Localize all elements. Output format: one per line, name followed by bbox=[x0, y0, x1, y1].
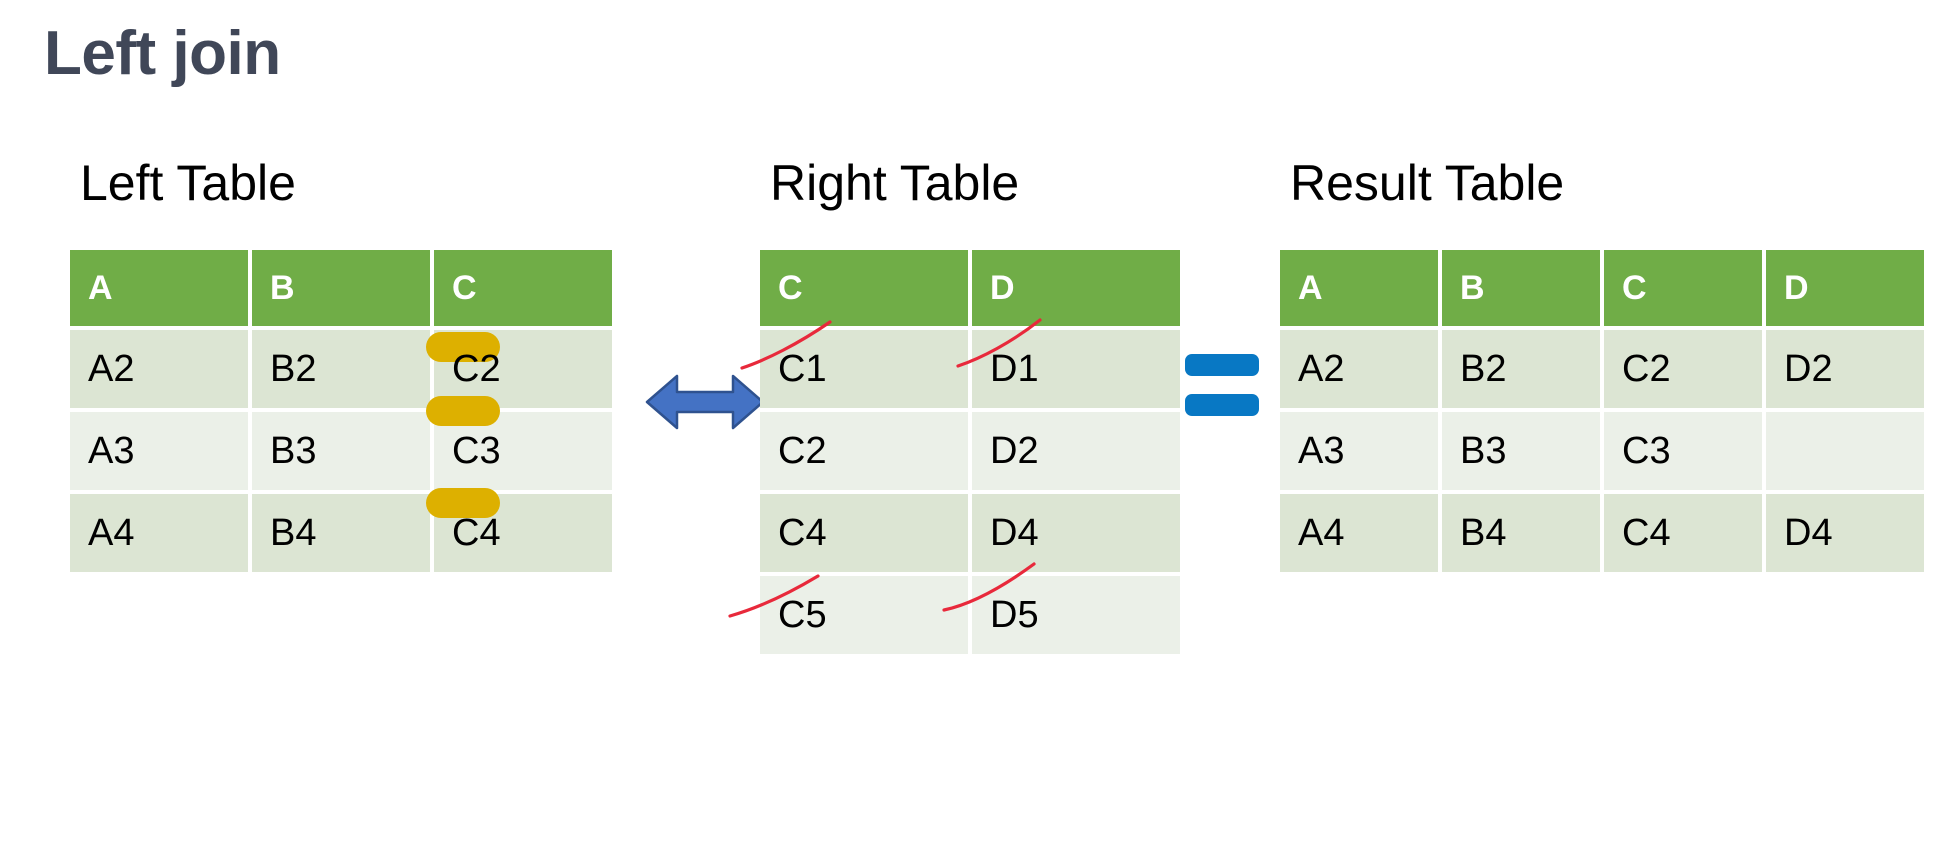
cell-text: D4 bbox=[1784, 511, 1833, 554]
equals-bar-top bbox=[1185, 354, 1259, 376]
right-cell-c4: C4 bbox=[760, 494, 968, 572]
cell-text: A2 bbox=[88, 347, 135, 390]
table-row: A3 B3 C3 bbox=[70, 396, 612, 490]
table-row: A2 B2 C2 bbox=[70, 330, 612, 408]
left-table-caption: Left Table bbox=[80, 155, 296, 211]
cell-text: B4 bbox=[1460, 511, 1507, 554]
left-cell-a4: A4 bbox=[70, 494, 248, 572]
cell-text: B2 bbox=[270, 347, 317, 390]
result-cell-c4: C4 bbox=[1604, 494, 1762, 572]
cell-text: D2 bbox=[990, 429, 1039, 472]
left-cell-a3: A3 bbox=[70, 412, 248, 490]
table-row: A4 B4 C4 D4 bbox=[1280, 494, 1924, 572]
result-cell-d4: D4 bbox=[1766, 494, 1924, 572]
left-cell-c4: C4 bbox=[426, 488, 612, 572]
right-cell-d1: D1 bbox=[956, 318, 1180, 408]
left-cell-b4: B4 bbox=[252, 494, 430, 572]
result-cell-b3: B3 bbox=[1442, 412, 1600, 490]
result-cell-d2: D2 bbox=[1766, 330, 1924, 408]
right-cell-c2: C2 bbox=[760, 412, 968, 490]
table-row: C1 D1 bbox=[740, 318, 1180, 408]
left-cell-c2: C2 bbox=[426, 330, 612, 408]
left-table-col-c: C bbox=[434, 250, 612, 326]
join-arrow-icon bbox=[645, 368, 765, 436]
cell-text: C1 bbox=[778, 347, 827, 390]
left-table: A B C A2 B2 C2 A3 B3 C3 bbox=[66, 246, 616, 576]
result-table: A B C D A2 B2 C2 D2 A3 B3 C3 A4 B4 bbox=[1276, 246, 1928, 576]
result-table-col-b: B bbox=[1442, 250, 1600, 326]
cell-text: C2 bbox=[1622, 347, 1671, 390]
result-table-col-d: D bbox=[1766, 250, 1924, 326]
cell-text: C5 bbox=[778, 593, 827, 636]
result-table-block: Result Table A B C D A2 B2 C2 D2 A3 B3 C… bbox=[1276, 158, 1928, 576]
left-cell-b3: B3 bbox=[252, 412, 430, 490]
page-title: Left join bbox=[44, 19, 281, 88]
left-cell-b2: B2 bbox=[252, 330, 430, 408]
cell-text: D1 bbox=[990, 347, 1039, 390]
cell-text: A4 bbox=[1298, 511, 1345, 554]
right-table-col-d: D bbox=[972, 250, 1180, 326]
cell-text: C2 bbox=[778, 429, 827, 472]
cell-text: D5 bbox=[990, 593, 1039, 636]
result-cell-d3-empty bbox=[1766, 412, 1924, 490]
left-table-block: Left Table A B C A2 B2 C2 A3 B3 bbox=[66, 158, 616, 576]
cell-text: A4 bbox=[88, 511, 135, 554]
left-cell-c3: C3 bbox=[426, 396, 612, 490]
cell-text: C3 bbox=[452, 429, 501, 472]
cell-text: A3 bbox=[88, 429, 135, 472]
left-cell-a2: A2 bbox=[70, 330, 248, 408]
left-table-col-a: A bbox=[70, 250, 248, 326]
right-cell-d4: D4 bbox=[972, 494, 1180, 572]
result-cell-b4: B4 bbox=[1442, 494, 1600, 572]
right-table-header-row: C D bbox=[760, 250, 1180, 326]
right-cell-c5: C5 bbox=[728, 574, 968, 654]
result-table-header-row: A B C D bbox=[1280, 250, 1924, 326]
cell-text: A2 bbox=[1298, 347, 1345, 390]
right-cell-d5: D5 bbox=[942, 562, 1180, 654]
cell-text: B2 bbox=[1460, 347, 1507, 390]
cell-text: D4 bbox=[990, 511, 1039, 554]
result-table-col-c: C bbox=[1604, 250, 1762, 326]
result-cell-a3: A3 bbox=[1280, 412, 1438, 490]
result-cell-b2: B2 bbox=[1442, 330, 1600, 408]
result-cell-a4: A4 bbox=[1280, 494, 1438, 572]
result-cell-c2: C2 bbox=[1604, 330, 1762, 408]
cell-text: D2 bbox=[1784, 347, 1833, 390]
cell-text: C4 bbox=[1622, 511, 1671, 554]
result-cell-a2: A2 bbox=[1280, 330, 1438, 408]
right-cell-c1: C1 bbox=[740, 320, 968, 408]
cell-text: C4 bbox=[452, 511, 501, 554]
right-cell-d2: D2 bbox=[972, 412, 1180, 490]
cell-text: A3 bbox=[1298, 429, 1345, 472]
right-table-caption: Right Table bbox=[770, 155, 1020, 211]
result-table-col-a: A bbox=[1280, 250, 1438, 326]
table-row: C5 D5 bbox=[728, 562, 1180, 654]
equals-bar-bottom bbox=[1185, 394, 1259, 416]
table-row: C2 D2 bbox=[760, 412, 1180, 490]
table-row: A4 B4 C4 bbox=[70, 488, 612, 572]
cell-text: B3 bbox=[270, 429, 317, 472]
cell-text: C2 bbox=[452, 347, 501, 390]
cell-text: B4 bbox=[270, 511, 317, 554]
left-table-col-b: B bbox=[252, 250, 430, 326]
cell-text: C3 bbox=[1622, 429, 1671, 472]
table-row: C4 D4 bbox=[760, 494, 1180, 572]
result-cell-c3: C3 bbox=[1604, 412, 1762, 490]
left-table-header-row: A B C bbox=[70, 250, 612, 326]
right-table: C D C1 D1 C2 bbox=[728, 246, 1184, 658]
cell-text: B3 bbox=[1460, 429, 1507, 472]
cell-text: C4 bbox=[778, 511, 827, 554]
right-table-block: Right Table C D C1 D1 bbox=[728, 158, 1184, 658]
equals-icon bbox=[1185, 350, 1259, 422]
table-row: A3 B3 C3 bbox=[1280, 412, 1924, 490]
table-row: A2 B2 C2 D2 bbox=[1280, 330, 1924, 408]
right-table-col-c: C bbox=[760, 250, 968, 326]
result-table-caption: Result Table bbox=[1290, 155, 1565, 211]
